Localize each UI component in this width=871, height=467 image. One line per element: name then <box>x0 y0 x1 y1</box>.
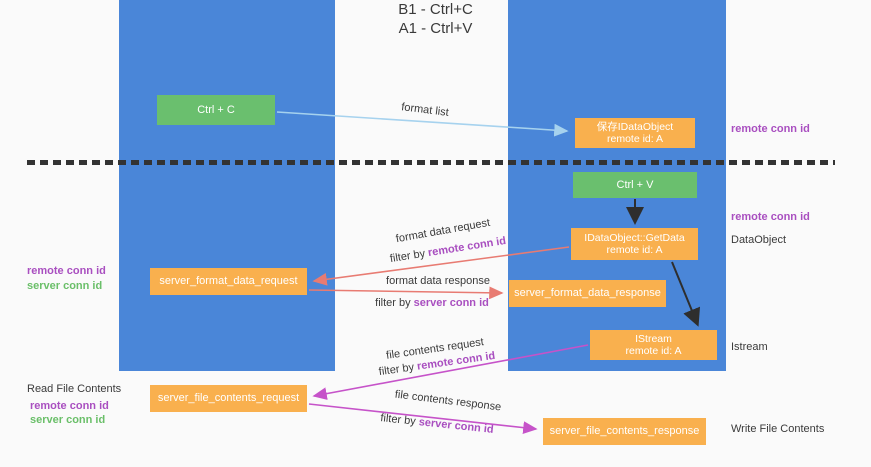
filter-by-text: filter by <box>375 297 414 309</box>
save-idataobject-box: 保存IDataObject remote id: A <box>575 118 695 148</box>
format-data-response-arrow <box>308 286 504 300</box>
left-server-conn-id-label-2: server conn id <box>30 414 106 426</box>
istream-side-label: Istream <box>731 341 768 353</box>
server-format-data-request-label: server_format_data_request <box>159 275 298 287</box>
left-remote-conn-id-label-2: remote conn id <box>30 400 109 412</box>
ctrl-c-box: Ctrl + C <box>157 95 275 125</box>
server-file-contents-request-box: server_file_contents_request <box>150 385 307 412</box>
filter-by-server-conn-id-label-1: filter by server conn id <box>375 297 489 309</box>
write-file-contents-label: Write File Contents <box>731 423 825 435</box>
filter-by-server-conn-id-label-2: filter by server conn id <box>380 412 494 436</box>
idataobject-getdata-box: IDataObject::GetData remote id: A <box>571 228 698 260</box>
server-conn-id-highlight: server conn id <box>418 416 495 436</box>
filter-by-text: filter by <box>378 360 418 379</box>
server-file-contents-response-label: server_file_contents_response <box>549 425 700 437</box>
left-remote-conn-id-label-1: remote conn id <box>27 265 106 277</box>
right-remote-conn-id-label-1: remote conn id <box>731 123 810 135</box>
file-contents-response-label: file contents response <box>394 388 502 414</box>
read-file-contents-label: Read File Contents <box>27 383 122 395</box>
left-lifeline-column <box>119 0 335 371</box>
ctrl-v-box: Ctrl + V <box>573 172 697 198</box>
ctrl-v-label: Ctrl + V <box>616 178 654 191</box>
save-idataobject-line2: remote id: A <box>606 133 664 145</box>
diagram-title: B1 - Ctrl+C A1 - Ctrl+V <box>0 0 871 38</box>
dataobject-label: DataObject <box>731 234 787 246</box>
dashed-separator-line <box>27 160 835 165</box>
server-format-data-response-box: server_format_data_response <box>509 280 666 307</box>
server-conn-id-highlight: server conn id <box>413 297 489 309</box>
istream-line1: IStream <box>635 332 672 345</box>
remote-conn-id-highlight: remote conn id <box>427 234 507 260</box>
filter-by-text: filter by <box>389 247 430 266</box>
server-file-contents-response-box: server_file_contents_response <box>543 418 706 445</box>
title-line-2: A1 - Ctrl+V <box>398 20 473 37</box>
idataobject-getdata-line1: IDataObject::GetData <box>584 231 685 244</box>
format-list-label: format list <box>400 101 450 119</box>
filter-by-text: filter by <box>379 412 420 429</box>
server-file-contents-request-label: server_file_contents_request <box>157 392 300 404</box>
istream-line2: remote id: A <box>625 345 682 357</box>
right-remote-conn-id-label-2: remote conn id <box>731 211 810 223</box>
ctrl-c-label: Ctrl + C <box>197 103 235 116</box>
save-idataobject-line1: 保存IDataObject <box>596 120 674 133</box>
server-format-data-request-box: server_format_data_request <box>150 268 307 295</box>
title-line-1: B1 - Ctrl+C <box>398 1 473 18</box>
idataobject-getdata-line2: remote id: A <box>606 244 663 256</box>
format-data-response-label: format data response <box>386 275 490 287</box>
istream-box: IStream remote id: A <box>590 330 717 360</box>
left-server-conn-id-label-1: server conn id <box>27 280 103 292</box>
server-format-data-response-label: server_format_data_response <box>514 287 661 299</box>
